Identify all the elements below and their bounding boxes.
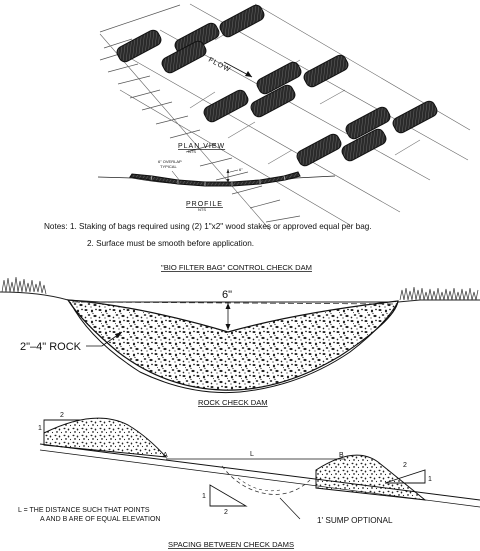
downstream-rock-dam xyxy=(315,454,427,501)
channel-bed-upper xyxy=(39,443,480,501)
profile-bag-joints xyxy=(150,175,286,186)
slope-top-left-rise: 1 xyxy=(38,425,42,432)
rock-check-dam-title: ROCK CHECK DAM xyxy=(198,398,268,407)
point-a-label: A xyxy=(163,452,168,459)
profile-bags xyxy=(129,171,301,187)
notes: Notes: 1. Staking of bags required using… xyxy=(44,222,372,248)
sump-leader xyxy=(279,497,301,520)
profile-height-label: 6" xyxy=(239,167,243,172)
profile-title: PROFILE xyxy=(186,201,223,208)
filter-bag xyxy=(250,84,296,118)
rock-label-leader xyxy=(86,331,123,347)
grass-left xyxy=(1,276,47,295)
profile-overlap-note-2: TYPICAL xyxy=(160,164,177,169)
profile-height-arrow-top xyxy=(226,169,230,173)
slope-top-left-run: 2 xyxy=(60,412,64,419)
spacing-between-check-dams: 2 1 A B L 1' SUMP OPTIONAL 2 1 1 2 L = T… xyxy=(18,412,480,549)
plan-bag-row-1 xyxy=(116,4,265,74)
rock-dam-depth-label: 6" xyxy=(222,289,232,301)
note-2: 2. Surface must be smooth before applica… xyxy=(87,239,254,248)
slope-bottom-run: 2 xyxy=(224,509,228,516)
spacing-title: SPACING BETWEEN CHECK DAMS xyxy=(168,540,294,549)
filter-bag xyxy=(203,89,249,123)
rock-fill xyxy=(66,299,399,391)
plan-bag-row-3 xyxy=(296,100,438,167)
plan-channel-left-bank xyxy=(99,4,301,223)
plan-view-title: PLAN VIEW xyxy=(178,143,225,150)
profile-height-arrow-bottom xyxy=(226,179,230,183)
plan-bag-row-2 xyxy=(203,54,349,123)
rock-dam-channel-bottom xyxy=(69,301,399,394)
grass-right xyxy=(399,286,479,301)
filter-bag xyxy=(219,4,265,38)
bio-filter-title: "BIO FILTER BAG" CONTROL CHECK DAM xyxy=(161,263,312,272)
profile-overlap-leader xyxy=(171,170,181,182)
note-1: Notes: 1. Staking of bags required using… xyxy=(44,222,372,231)
profile-overlap-note: 6" OVERLAP xyxy=(158,159,182,164)
filter-bag xyxy=(296,133,342,167)
filter-bag xyxy=(392,100,438,134)
optional-sump-inner xyxy=(237,477,281,492)
distance-l-label: L xyxy=(250,451,254,458)
slope-triangle-right xyxy=(384,469,426,484)
rock-check-dam: 6" 2"–4" ROCK ROCK CHECK DAM xyxy=(0,276,480,407)
rock-size-label: 2"–4" ROCK xyxy=(20,341,82,353)
filter-bag xyxy=(161,40,207,74)
profile-height-leader xyxy=(229,169,239,173)
slope-right-run: 2 xyxy=(403,462,407,469)
rock-dam-depth-arrow-bottom xyxy=(225,324,231,330)
filter-bag xyxy=(116,29,162,63)
plan-channel-outline xyxy=(99,3,471,231)
rock-dam-depth-arrow-top xyxy=(225,303,231,309)
distance-definition-1: L = THE DISTANCE SUCH THAT POINTS xyxy=(18,507,150,514)
rock-label-arrow xyxy=(115,332,122,338)
flow-arrow xyxy=(223,61,253,78)
point-b-label: B xyxy=(339,452,344,459)
profile-view: 6" OVERLAP TYPICAL 6" PROFILE NTS xyxy=(97,159,336,212)
distance-definition-2: A AND B ARE OF EQUAL ELEVATION xyxy=(40,516,160,523)
flow-label: FLOW xyxy=(207,57,232,75)
sump-label: 1' SUMP OPTIONAL xyxy=(317,516,393,525)
slope-bottom-rise: 1 xyxy=(202,493,206,500)
profile-scale: NTS xyxy=(198,207,206,212)
filter-bag xyxy=(303,54,349,88)
upstream-rock-dam xyxy=(43,417,168,458)
plan-view-scale: NTS xyxy=(188,149,196,154)
plan-view: FLOW PLAN VIEW NTS xyxy=(99,3,471,231)
channel-bed-lower xyxy=(39,449,480,508)
slope-triangle-bottom xyxy=(209,484,248,507)
filter-bag xyxy=(341,128,387,162)
filter-bag xyxy=(345,106,391,140)
filter-bag xyxy=(256,61,302,95)
rock-dam-dashed-top xyxy=(71,301,399,305)
optional-sump xyxy=(221,465,311,495)
rock-dam-ground-line xyxy=(0,291,480,303)
slope-right-rise: 1 xyxy=(428,476,432,483)
